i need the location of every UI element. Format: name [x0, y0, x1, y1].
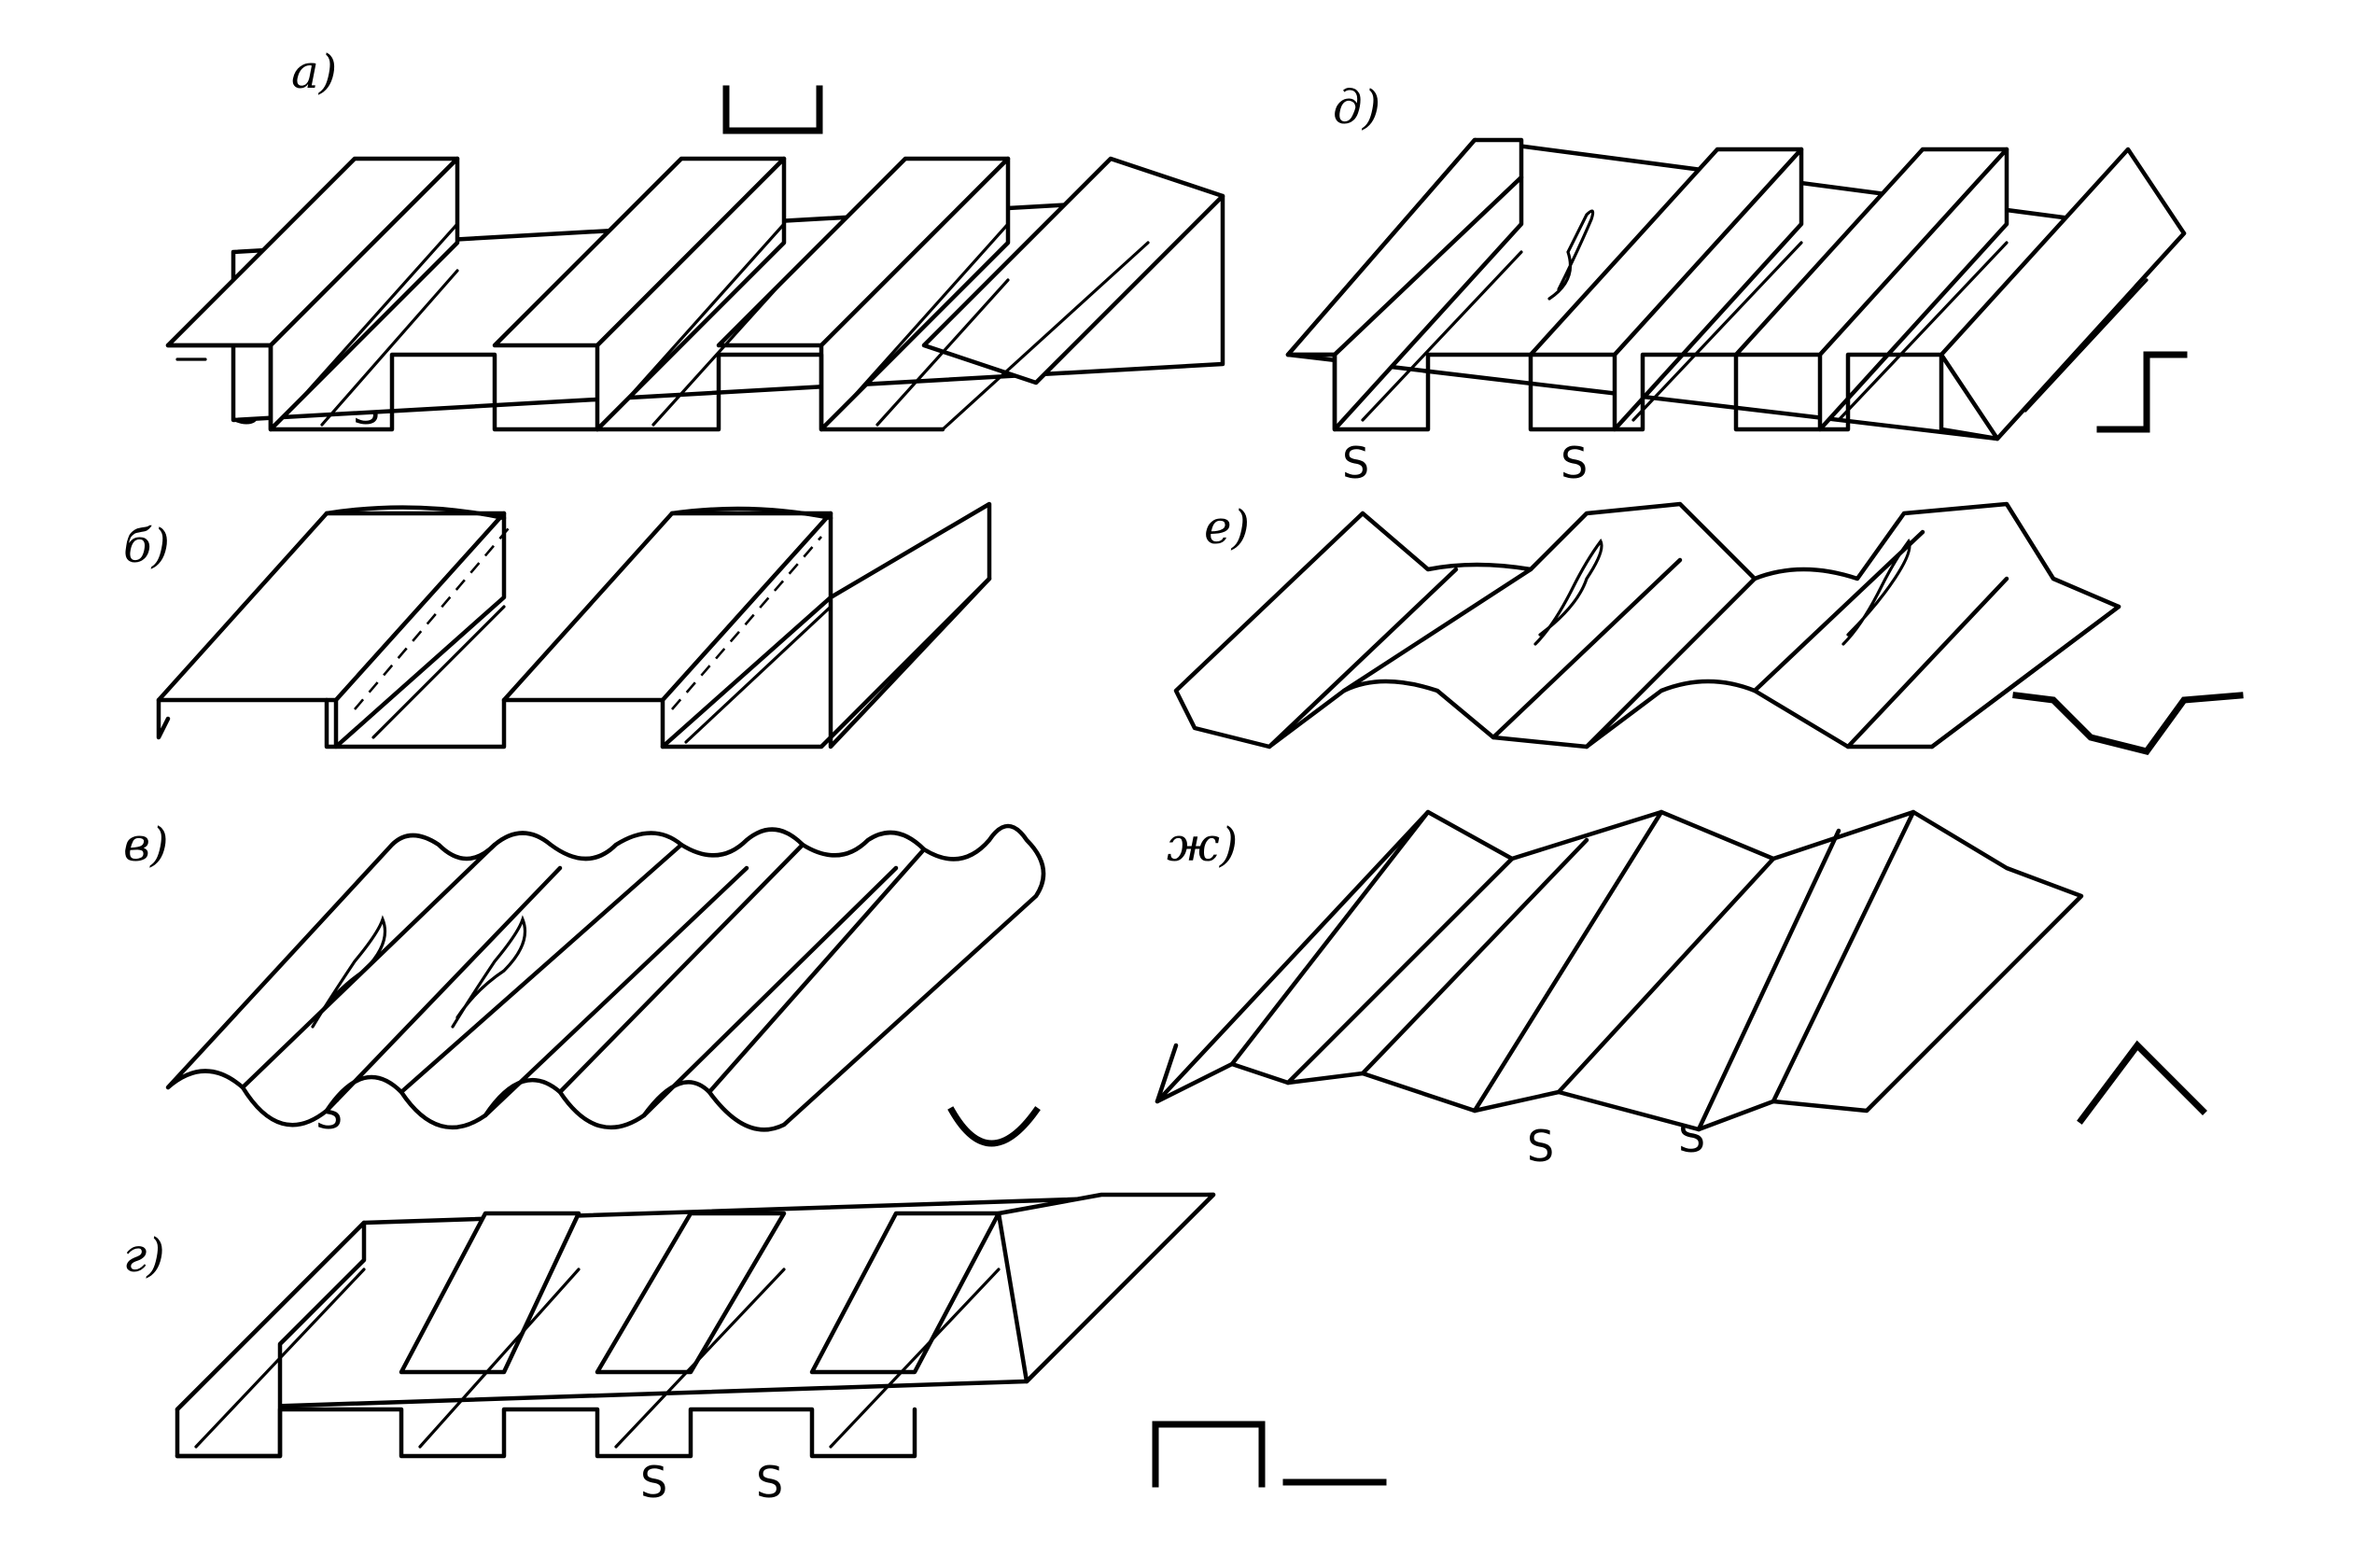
panel-d-seam-mark: S	[1342, 438, 1370, 488]
panel-zh-label: ж)	[1167, 818, 1239, 872]
s-lock-seam	[1547, 209, 1595, 301]
panel-d-seam-mark: S	[1561, 438, 1589, 488]
panel-g-profile	[175, 1192, 1387, 1488]
chevron-symbol	[2077, 1040, 2207, 1125]
panel-a-profile	[165, 85, 1225, 432]
panel-g-seam-mark: S	[640, 1457, 668, 1507]
channel-up-symbol	[722, 85, 823, 134]
panel-v-profile	[165, 823, 1046, 1147]
panel-b-profile	[156, 501, 992, 749]
panel-v-label: в)	[123, 818, 169, 872]
panel-g-seam-mark: S	[756, 1457, 784, 1507]
z-symbol	[2096, 351, 2188, 433]
panel-d-label: д)	[1333, 80, 1381, 134]
s-lock-seam	[311, 915, 387, 1029]
s-lock-seam	[1841, 538, 1911, 646]
arc-symbol	[947, 1106, 1041, 1147]
s-lock-seam	[451, 915, 527, 1029]
panel-d-profile	[1285, 137, 2188, 441]
panel-e-label: е)	[1204, 500, 1251, 554]
trapezoid-symbol	[2012, 692, 2244, 755]
panel-b-label: б)	[123, 519, 171, 573]
hat-symbol	[1152, 1421, 1266, 1488]
s-lock-seam	[1533, 538, 1603, 646]
panel-zh-profile	[1155, 809, 2207, 1132]
panel-g-label: г)	[123, 1228, 165, 1282]
panel-a-ribs	[165, 156, 1225, 432]
panel-zh-seam-mark: S	[1527, 1121, 1555, 1171]
panel-e-profile	[1173, 501, 2244, 755]
panel-a-label: а)	[291, 45, 338, 99]
